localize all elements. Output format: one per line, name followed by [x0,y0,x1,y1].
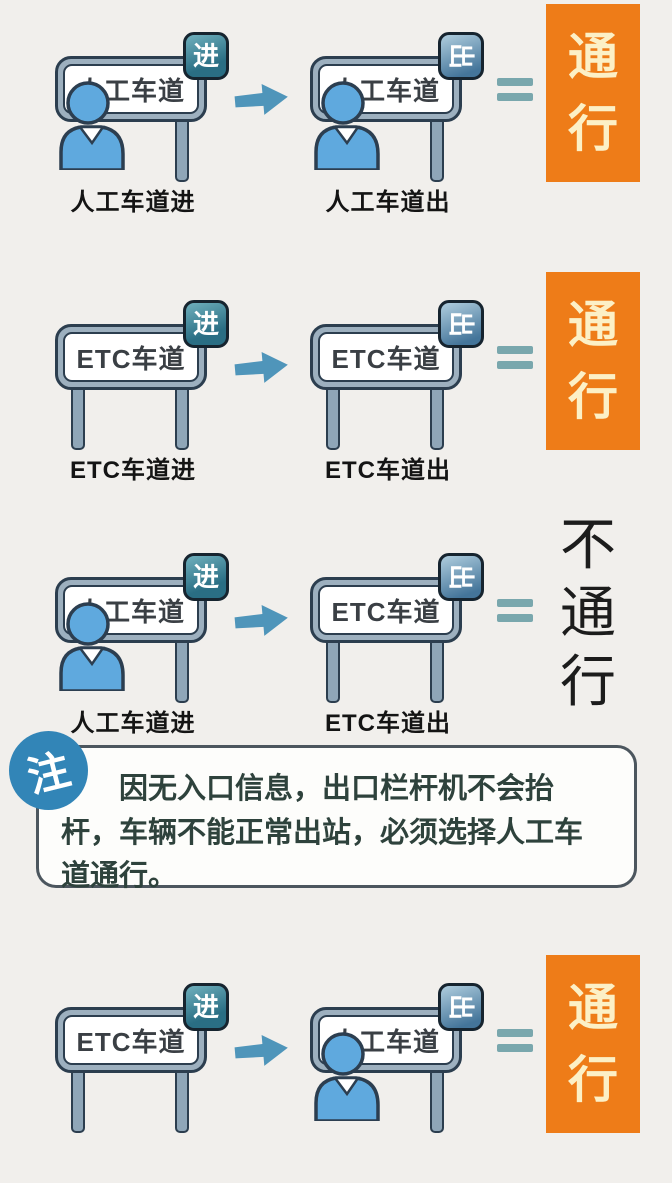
entry-badge: 进 [183,32,229,80]
toll-sign-manual-enter: 人工车道 进 人工车道进 [55,32,235,232]
person-icon [314,81,380,170]
sign-label: ETC车道进 [70,457,196,484]
equals-sign [497,1029,533,1059]
badge-text: 进 [192,309,219,339]
exit-badge: 出 [438,300,484,348]
result-no-pass: 不通行 [560,513,616,713]
sign-leg [326,384,340,450]
toll-sign-etc-exit: ETC车道 出 ETC车道出 [310,553,490,753]
sign-label: 人工车道进 [70,189,196,216]
sign-leg [71,384,85,450]
toll-sign-board: ETC车道 [55,1007,207,1073]
toll-sign-etc-exit: ETC车道 出 ETC车道出 [310,300,490,500]
toll-sign-manual-enter: 人工车道 进 人工车道进 [55,553,235,753]
note-badge: 注 [9,731,88,810]
entry-badge: 进 [183,983,229,1031]
note-text: 因无入口信息，出口栏杆机不会抬杆，车辆不能正常出站，必须选择人工车道通行。 [61,773,584,892]
toll-sign-etc-enter: ETC车道 进 [55,983,235,1183]
arrow-right-icon [234,1034,288,1066]
badge-text: 进 [192,562,219,592]
badge-text: 出 [445,42,476,70]
note-box: 因无入口信息，出口栏杆机不会抬杆，车辆不能正常出站，必须选择人工车道通行。 [36,745,637,892]
sign-label: 人工车道出 [325,189,451,216]
badge-text: 出 [445,993,476,1021]
person-icon [59,81,125,170]
sign-text: ETC车道 [76,1026,186,1057]
exit-badge: 出 [438,983,484,1031]
toll-sign-board: ETC车道 [310,577,462,643]
person-icon [314,1032,380,1121]
rule-row: 人工车道 进 人工车道进 人工车道 出 人工车道出 通行 [0,4,672,232]
sign-panel: ETC车道 [318,332,454,382]
toll-sign-manual-exit: 人工车道 出 [310,983,490,1183]
entry-badge: 进 [183,300,229,348]
arrow-right-icon [234,351,288,383]
rule-row: 人工车道 进 人工车道进 ETC车道 出 ETC车道出 不通行 [0,513,672,753]
toll-sign-board: 人工车道 [55,577,207,643]
equals-sign [497,346,533,376]
sign-label: ETC车道出 [325,710,451,737]
badge-text: 进 [192,992,219,1022]
arrow-right-icon [234,83,288,115]
result-pass: 通行 [546,4,640,182]
entry-badge: 进 [183,553,229,601]
badge-text: 进 [192,41,219,71]
equals-sign [497,599,533,629]
sign-label: ETC车道出 [325,457,451,484]
sign-panel: ETC车道 [63,1015,199,1065]
sign-leg [71,1067,85,1133]
person-icon [59,602,125,691]
toll-sign-manual-exit: 人工车道 出 人工车道出 [310,32,490,232]
badge-text: 出 [445,563,476,591]
rule-row: ETC车道 进 人工车道 出 通行 [0,955,672,1183]
toll-sign-etc-enter: ETC车道 进 ETC车道进 [55,300,235,500]
result-pass: 通行 [546,955,640,1133]
arrow-right-icon [234,604,288,636]
sign-label: 人工车道进 [70,710,196,737]
sign-panel: ETC车道 [63,332,199,382]
sign-text: ETC车道 [331,343,441,374]
sign-text: ETC车道 [76,343,186,374]
sign-panel: ETC车道 [318,585,454,635]
sign-leg [326,637,340,703]
toll-sign-board: ETC车道 [55,324,207,390]
toll-sign-board: ETC车道 [310,324,462,390]
badge-text: 出 [445,310,476,338]
exit-badge: 出 [438,553,484,601]
equals-sign [497,78,533,108]
result-pass: 通行 [546,272,640,450]
rule-row: ETC车道 进 ETC车道进 ETC车道 出 ETC车道出 通行 [0,272,672,500]
note-badge-text: 注 [23,745,76,802]
sign-text: ETC车道 [331,596,441,627]
exit-badge: 出 [438,32,484,80]
